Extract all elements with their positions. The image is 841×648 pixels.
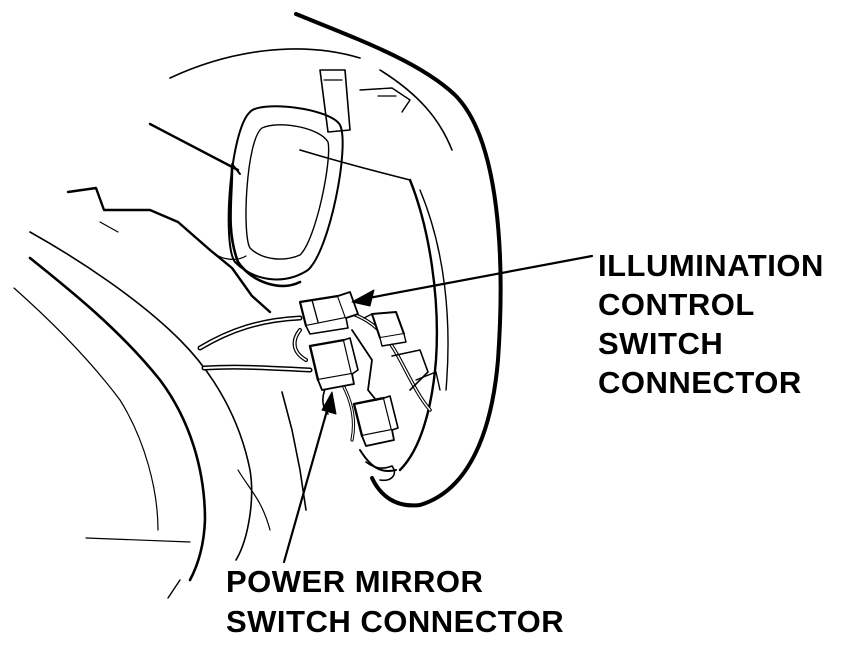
callout-line: SWITCH CONNECTOR bbox=[226, 604, 565, 639]
callout-line: SWITCH bbox=[598, 326, 724, 361]
upper-leader-line bbox=[148, 122, 240, 172]
callout-line: POWER MIRROR bbox=[226, 564, 484, 599]
switch-side-connector bbox=[363, 311, 407, 347]
callout-line: CONNECTOR bbox=[598, 365, 802, 400]
lower-dash-panel bbox=[13, 186, 307, 599]
column-frame bbox=[227, 105, 344, 288]
callout-line: ILLUMINATION bbox=[598, 248, 824, 283]
illumination-leader bbox=[351, 254, 594, 307]
power-mirror-leader bbox=[282, 391, 337, 564]
dash-housing bbox=[169, 12, 503, 508]
callout-line: CONTROL bbox=[598, 287, 755, 322]
mounting-bracket bbox=[351, 329, 441, 482]
power-mirror-switch-connector-label: POWER MIRROR SWITCH CONNECTOR bbox=[226, 562, 564, 642]
illumination-control-connector bbox=[298, 291, 359, 335]
wire-harness bbox=[197, 310, 432, 442]
illumination-control-switch-connector-label: ILLUMINATION CONTROL SWITCH CONNECTOR bbox=[598, 246, 824, 402]
power-mirror-connector bbox=[308, 337, 359, 391]
lower-connector bbox=[352, 395, 399, 447]
